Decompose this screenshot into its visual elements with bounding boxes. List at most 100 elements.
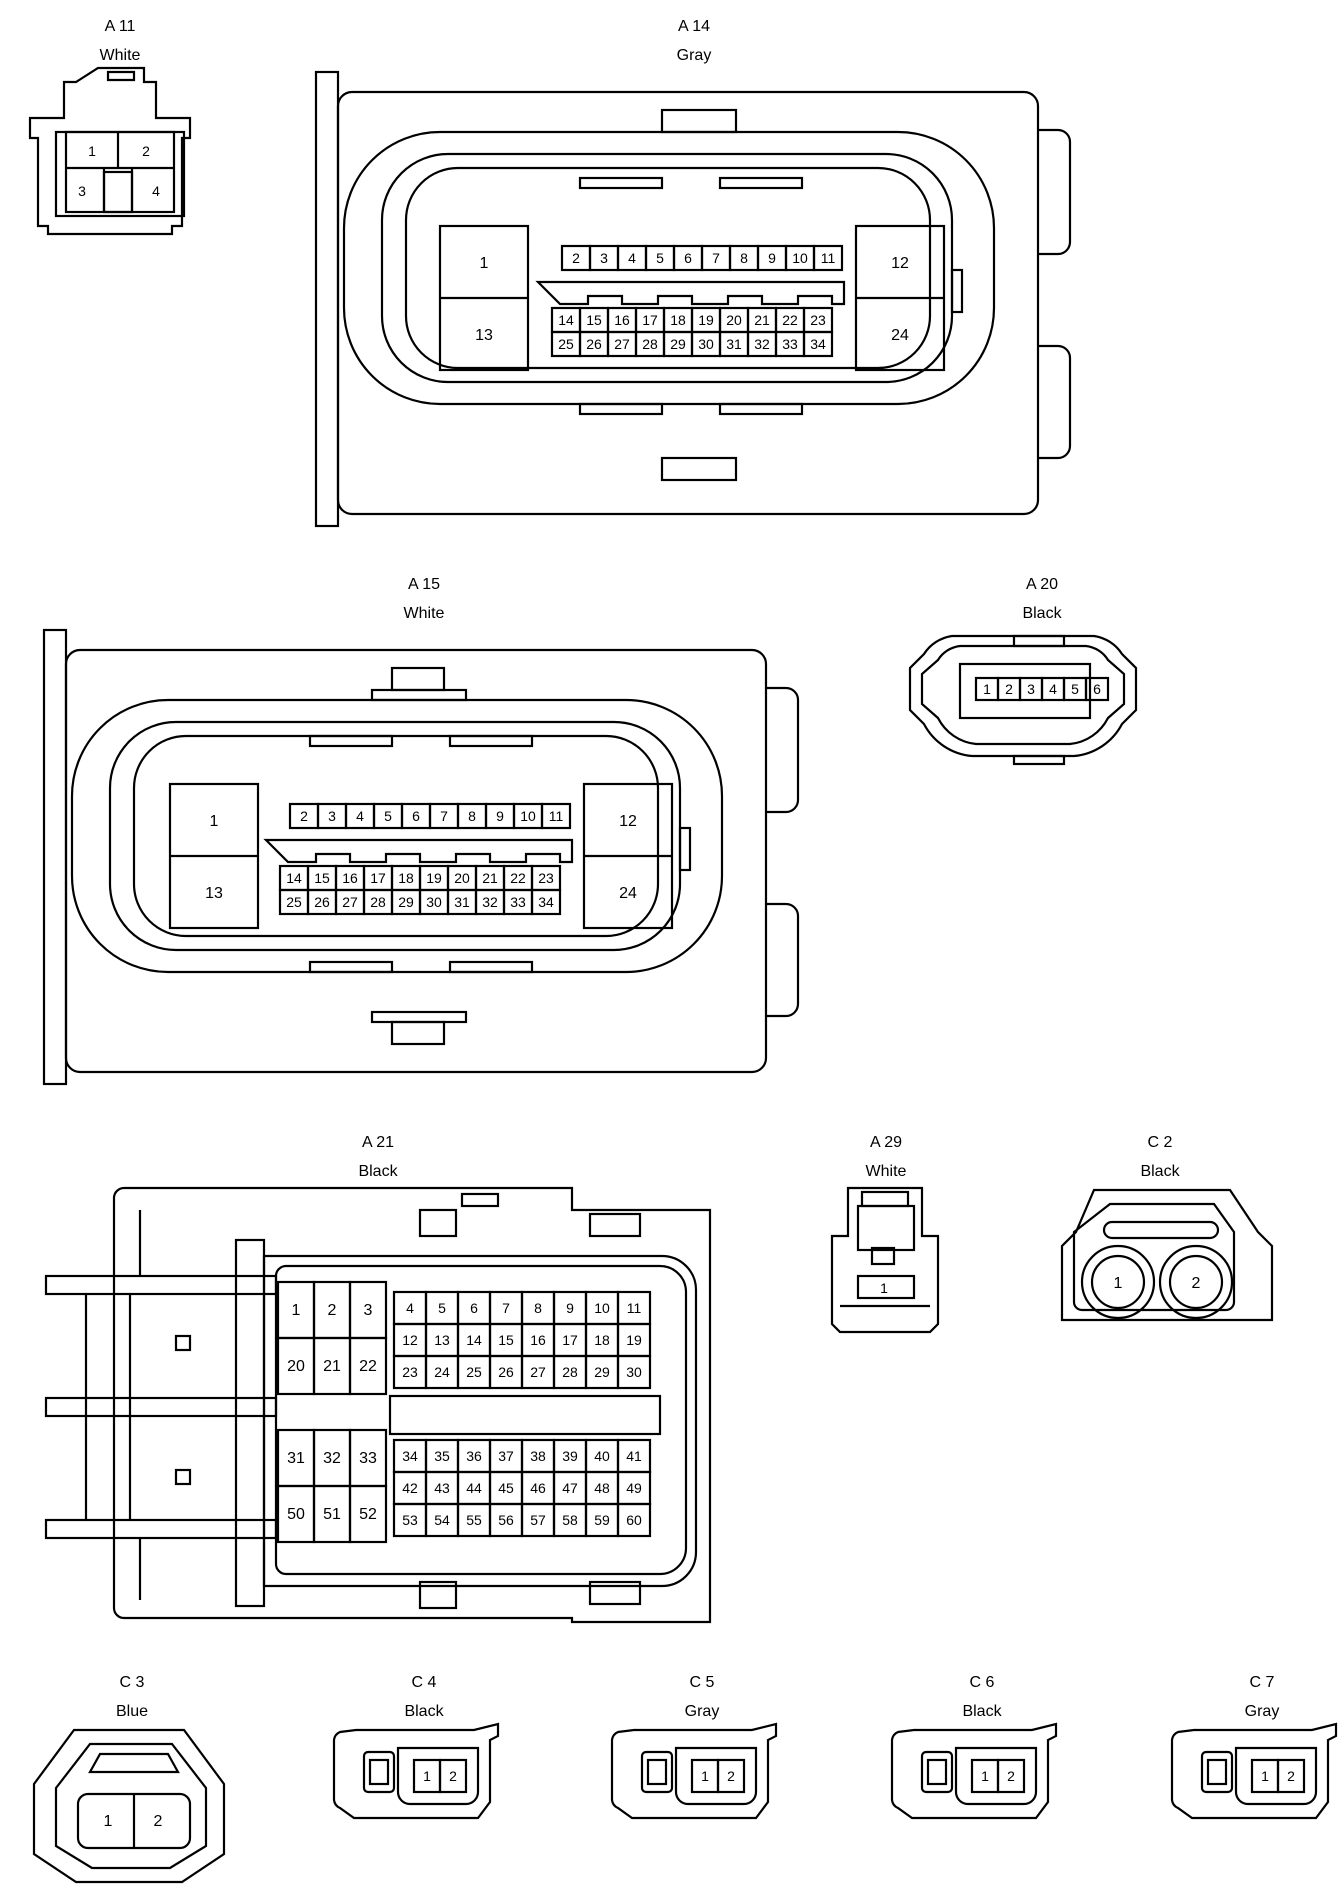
a15-pin-3: 3 (328, 808, 336, 824)
a15-id-label: A 15 (408, 576, 440, 593)
a14-pin-29: 29 (670, 336, 686, 352)
c4-housing (332, 1722, 500, 1820)
a21-pin-60-cell (616, 1502, 652, 1538)
a15-pin-30: 30 (426, 894, 442, 910)
a21-pin-33: 33 (359, 1450, 377, 1467)
a14-pin-19: 19 (698, 312, 714, 328)
a15-pin-22: 22 (510, 870, 526, 886)
a20-pin-6-cell (1084, 676, 1110, 702)
a14-pin-30: 30 (698, 336, 714, 352)
a21-pin-4: 4 (406, 1300, 414, 1316)
a21-pin-46: 46 (530, 1480, 546, 1496)
a14-pin-22: 22 (782, 312, 798, 328)
a11-color-label: White (100, 47, 141, 64)
a21-pin-50: 50 (287, 1506, 305, 1523)
a14-pin-9: 9 (768, 250, 776, 266)
a21-pin-9: 9 (566, 1300, 574, 1316)
a21-pin-26: 26 (498, 1364, 514, 1380)
a15-pin-21: 21 (482, 870, 498, 886)
a21-id-label: A 21 (362, 1134, 394, 1151)
a29-pin-1: 1 (880, 1280, 888, 1296)
a15-pin-20: 20 (454, 870, 470, 886)
a21-pin-18: 18 (594, 1332, 610, 1348)
a21-pin-23: 23 (402, 1364, 418, 1380)
c4-pin-1: 1 (423, 1768, 431, 1784)
a21-pin-38: 38 (530, 1448, 546, 1464)
a21-pin-29: 29 (594, 1364, 610, 1380)
a21-pin-60: 60 (626, 1512, 642, 1528)
a15-pin-34: 34 (538, 894, 554, 910)
a14-pin-5: 5 (656, 250, 664, 266)
c6-pin-2: 2 (1007, 1768, 1015, 1784)
a21-pin-32: 32 (323, 1450, 341, 1467)
c3-id-label: C 3 (120, 1674, 145, 1691)
a21-pin-3: 3 (364, 1302, 373, 1319)
a21-pin-35: 35 (434, 1448, 450, 1464)
c4-latch (362, 1750, 396, 1794)
a14-pin-4: 4 (628, 250, 636, 266)
c6-latch (920, 1750, 954, 1794)
a15-pin-16: 16 (342, 870, 358, 886)
a15-pin-5: 5 (384, 808, 392, 824)
a14-pin-34-cell (802, 330, 834, 358)
a21-pin-52: 52 (359, 1506, 377, 1523)
a15-pin-1: 1 (210, 813, 219, 830)
a29-id-label: A 29 (870, 1134, 902, 1151)
a21-pin-12: 12 (402, 1332, 418, 1348)
a15-pin-12: 12 (619, 813, 637, 830)
connector-c3: C 3 Blue 1 2 (32, 1674, 226, 1884)
a14-pin-13: 13 (475, 327, 493, 344)
a15-pin-11: 11 (549, 808, 564, 824)
a21-pin-25: 25 (466, 1364, 482, 1380)
a15-pin-26: 26 (314, 894, 330, 910)
a21-pin-1: 1 (292, 1302, 301, 1319)
a20-pin-1: 1 (983, 681, 991, 697)
c5-receptacle (674, 1746, 758, 1806)
a15-pin-7: 7 (440, 808, 448, 824)
a21-pin-22-cell (348, 1336, 388, 1396)
a21-pin-19: 19 (626, 1332, 642, 1348)
c2-color-label: Black (1140, 1163, 1180, 1180)
a15-pin-17: 17 (370, 870, 386, 886)
c5-pin-2: 2 (727, 1768, 735, 1784)
c4-latch-inner (368, 1758, 390, 1786)
c3-pin-1: 1 (104, 1813, 113, 1830)
a21-pin-17: 17 (562, 1332, 578, 1348)
c7-latch-inner (1206, 1758, 1228, 1786)
a14-pin-18: 18 (670, 312, 686, 328)
a14-pin-20: 20 (726, 312, 742, 328)
a15-pin-18: 18 (398, 870, 414, 886)
a15-pin-25: 25 (286, 894, 302, 910)
a21-pin-31: 31 (287, 1450, 305, 1467)
a21-pin-47: 47 (562, 1480, 578, 1496)
a21-pin-34: 34 (402, 1448, 418, 1464)
a21-pin-2: 2 (328, 1302, 337, 1319)
a15-color-label: White (404, 605, 445, 622)
a21-pin-58: 58 (562, 1512, 578, 1528)
a21-pin-57: 57 (530, 1512, 546, 1528)
a14-pin-25: 25 (558, 336, 574, 352)
a21-pin-22: 22 (359, 1358, 377, 1375)
a14-pin-34: 34 (810, 336, 826, 352)
c5-pin-2-cell (716, 1758, 746, 1794)
a21-pin-13: 13 (434, 1332, 450, 1348)
c5-pin-1: 1 (701, 1768, 709, 1784)
a21-pin-48: 48 (594, 1480, 610, 1496)
a14-pin-14: 14 (558, 312, 574, 328)
a21-color-label: Black (358, 1163, 398, 1180)
a14-pin-27: 27 (614, 336, 630, 352)
a15-pin-13: 13 (205, 885, 223, 902)
a14-pin-8: 8 (740, 250, 748, 266)
a14-pin-3: 3 (600, 250, 608, 266)
a21-pin-55: 55 (466, 1512, 482, 1528)
a21-pin-54: 54 (434, 1512, 450, 1528)
a14-pin-21: 21 (754, 312, 770, 328)
